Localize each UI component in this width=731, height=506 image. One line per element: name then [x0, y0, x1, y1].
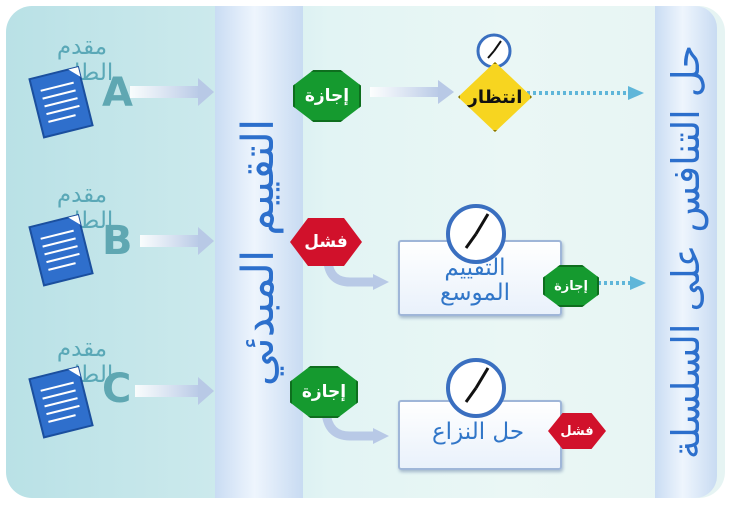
applicant-a-letter: A	[102, 70, 133, 116]
applicant-c-arrow	[135, 377, 214, 405]
row3-fail-badge: فشل	[548, 413, 606, 449]
row3-pass-badge: إجازة	[290, 366, 358, 418]
row1-arrow	[370, 80, 454, 104]
extended-evaluation-label: التقييم الموسع	[420, 256, 530, 306]
row1-dotted-arrow	[527, 86, 644, 100]
row2-pass-label: إجازة	[554, 278, 588, 294]
row2-fail-label: فشل	[304, 232, 348, 252]
document-icon	[28, 65, 94, 139]
clock-icon	[476, 33, 512, 69]
row1-pass-label: إجازة	[304, 86, 350, 106]
dispute-resolution-label: حل النزاع	[431, 419, 525, 445]
row3-pass-label: إجازة	[301, 382, 347, 402]
extended-evaluation-line1: التقييم	[444, 255, 506, 281]
row3-fail-label: فشل	[560, 423, 594, 439]
row1-wait-label: انتظار	[467, 86, 523, 108]
applicant-c-letter: C	[102, 366, 132, 412]
row2-dotted-arrow	[598, 276, 646, 290]
row2-pass-badge: إجازة	[543, 265, 599, 307]
clock-icon	[446, 358, 506, 418]
applicant-a-arrow	[130, 78, 214, 106]
diagram-background	[6, 6, 725, 498]
string-contention-band	[655, 6, 717, 498]
applicant-b-letter: B	[102, 218, 133, 264]
applicant-b-arrow	[140, 227, 214, 255]
initial-evaluation-band	[215, 6, 303, 498]
document-icon	[28, 213, 94, 287]
extended-evaluation-line2: الموسع	[439, 280, 511, 306]
row2-fail-badge: فشل	[290, 218, 362, 266]
row1-pass-badge: إجازة	[293, 70, 361, 122]
document-icon	[28, 365, 94, 439]
clock-icon	[446, 204, 506, 264]
row2-curved-arrow	[323, 261, 389, 290]
